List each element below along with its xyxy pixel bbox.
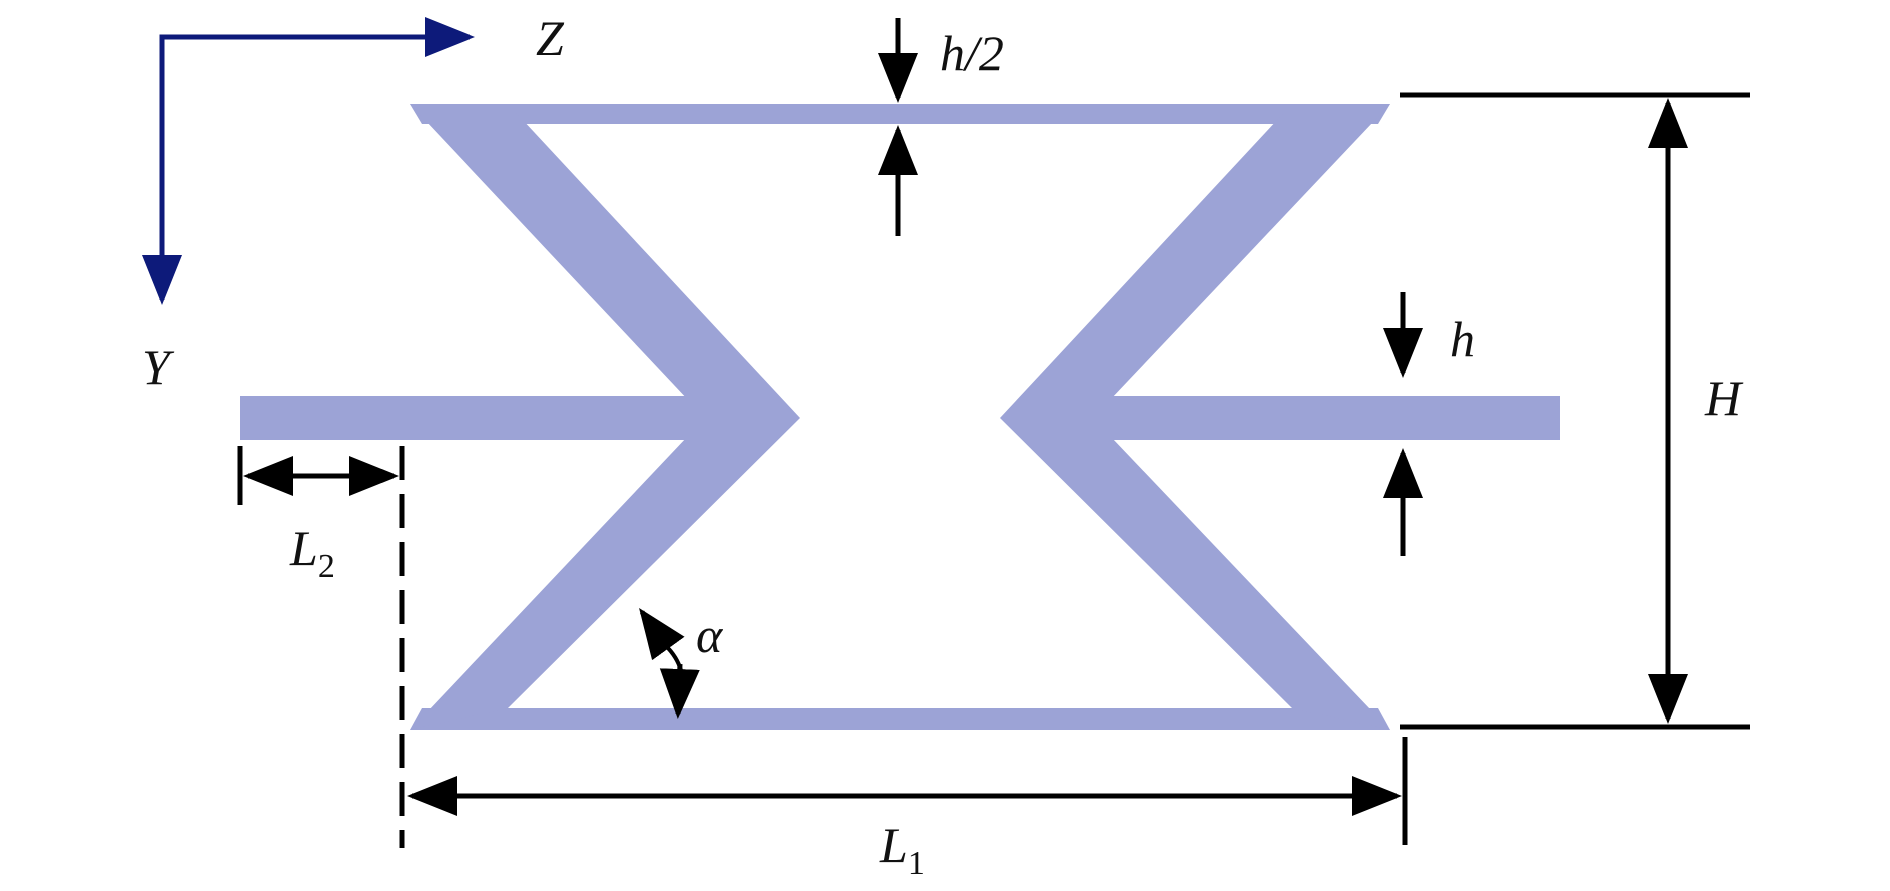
coordinate-axes: Z Y bbox=[142, 10, 565, 395]
dimension-height: H bbox=[1400, 92, 1750, 730]
length-2-label: L2 bbox=[289, 520, 335, 585]
length-1-label: L1 bbox=[879, 817, 925, 882]
cell-shape bbox=[240, 104, 1560, 730]
cell-left-chevron bbox=[410, 104, 800, 730]
dimension-half-thickness: h/2 bbox=[878, 18, 1004, 236]
cell-top-bar bbox=[410, 104, 1390, 124]
dimension-length-2: L2 bbox=[237, 446, 399, 585]
cell-bottom-bar bbox=[410, 708, 1390, 730]
z-axis-arrow bbox=[159, 17, 475, 260]
cell-right-arm bbox=[1090, 396, 1560, 440]
dimension-length-1: L1 bbox=[407, 737, 1408, 882]
cell-left-arm bbox=[240, 396, 710, 440]
cell-right-chevron bbox=[1000, 104, 1390, 730]
angle-indicator: α bbox=[639, 607, 724, 719]
axis-y-label: Y bbox=[142, 339, 175, 395]
half-thickness-label: h/2 bbox=[940, 25, 1004, 81]
thickness-label: h bbox=[1450, 311, 1475, 367]
dimension-thickness: h bbox=[1383, 292, 1475, 556]
height-label: H bbox=[1704, 370, 1744, 426]
angle-label: α bbox=[696, 607, 724, 663]
axis-z-label: Z bbox=[536, 10, 565, 66]
